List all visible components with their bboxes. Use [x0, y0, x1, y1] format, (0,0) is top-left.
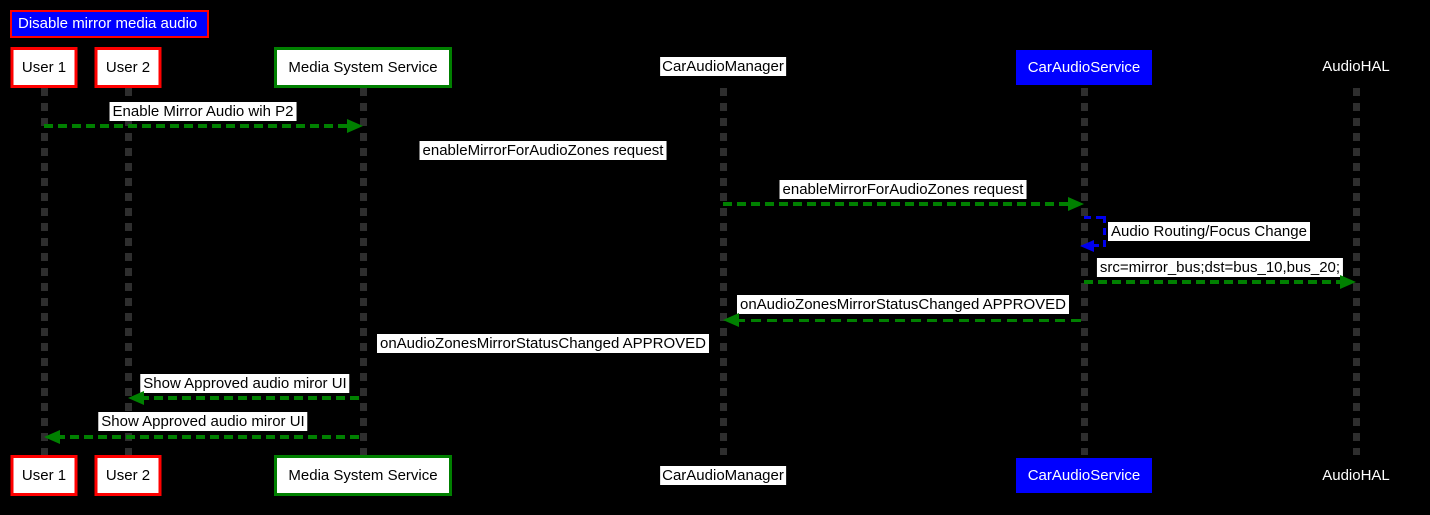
message-label: Show Approved audio miror UI — [98, 412, 308, 431]
arrowhead-right-icon — [347, 119, 363, 133]
lifeline-cas — [1081, 88, 1088, 455]
participant-top-mss: Media System Service — [274, 47, 452, 88]
participant-bottom-cam: CarAudioManager — [660, 466, 786, 485]
lifeline-cam — [720, 88, 727, 455]
message-label: Show Approved audio miror UI — [140, 374, 350, 393]
participant-top-hal: AudioHAL — [1322, 58, 1390, 75]
arrow-dash-line — [140, 396, 363, 400]
participant-bottom-mss: Media System Service — [274, 455, 452, 496]
arrow-dash-line — [56, 435, 363, 439]
message-label: src=mirror_bus;dst=bus_10,bus_20; — [1096, 258, 1344, 277]
message-label: enableMirrorForAudioZones request — [779, 180, 1027, 199]
arrowhead-left-icon — [1080, 240, 1094, 252]
message-label: enableMirrorForAudioZones request — [419, 141, 667, 160]
lifeline-user2 — [125, 88, 132, 455]
participant-top-cam: CarAudioManager — [660, 57, 786, 76]
lifeline-hal — [1353, 88, 1360, 455]
message-arrow — [723, 197, 1084, 211]
arrow-dash-line — [1084, 280, 1344, 284]
arrowhead-right-icon — [1068, 197, 1084, 211]
arrowhead-left-icon — [44, 430, 60, 444]
arrowhead-left-icon — [128, 391, 144, 405]
self-arrow-top-dash — [1084, 216, 1106, 219]
diagram-title-badge: Disable mirror media audio — [10, 10, 209, 38]
message-label: Audio Routing/Focus Change — [1108, 222, 1310, 241]
message-arrow — [1084, 275, 1356, 289]
message-arrow — [44, 430, 363, 444]
lifeline-user1 — [41, 88, 48, 455]
participant-top-user2: User 2 — [94, 47, 162, 88]
lifeline-mss — [360, 88, 367, 455]
self-message-bracket — [1080, 216, 1106, 252]
arrow-dash-line — [44, 124, 351, 128]
participant-top-cas: CarAudioService — [1016, 50, 1152, 85]
message-arrow — [128, 391, 363, 405]
participant-bottom-cas: CarAudioService — [1016, 458, 1152, 493]
message-label: onAudioZonesMirrorStatusChanged APPROVED — [376, 334, 710, 353]
message-label: Enable Mirror Audio wih P2 — [109, 102, 297, 121]
participant-bottom-user1: User 1 — [10, 455, 78, 496]
participant-bottom-user2: User 2 — [94, 455, 162, 496]
self-arrow-vertical-dash — [1103, 216, 1106, 252]
arrow-dash-line — [723, 202, 1072, 206]
message-label: onAudioZonesMirrorStatusChanged APPROVED — [736, 295, 1070, 314]
message-arrow — [44, 119, 363, 133]
arrowhead-left-icon — [723, 313, 739, 327]
participant-top-user1: User 1 — [10, 47, 78, 88]
message-arrow — [723, 313, 1084, 327]
arrowhead-right-icon — [1340, 275, 1356, 289]
self-arrow-bottom-dash — [1092, 244, 1106, 247]
arrow-dash-line — [735, 319, 1084, 322]
participant-bottom-hal: AudioHAL — [1322, 467, 1390, 484]
